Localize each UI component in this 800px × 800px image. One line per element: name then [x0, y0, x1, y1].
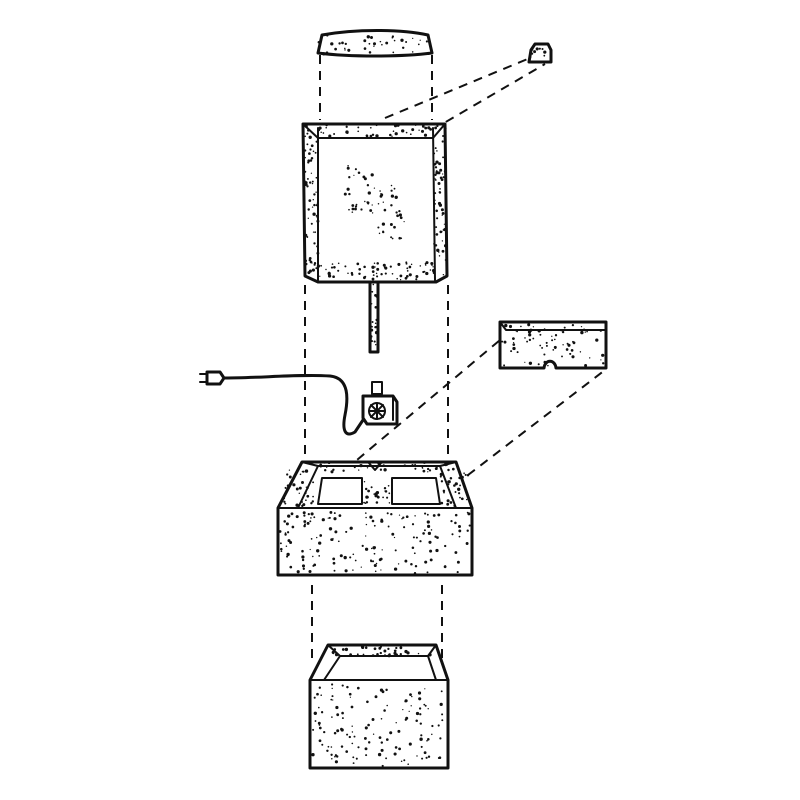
top-cap	[316, 29, 434, 58]
stipple-texture	[439, 472, 470, 507]
stipple-texture	[317, 123, 432, 138]
lower-pedestal	[308, 643, 450, 770]
stipple-texture	[278, 510, 471, 575]
stipple-texture	[369, 283, 379, 346]
stipple-texture	[432, 124, 448, 276]
stipple-texture	[283, 469, 315, 508]
small-cap-block	[527, 42, 553, 64]
middle-basin	[276, 460, 474, 577]
pump	[361, 381, 399, 426]
stipple-texture	[311, 683, 444, 767]
stipple-texture	[331, 645, 432, 658]
power-cord-plug	[199, 370, 365, 436]
stipple-texture	[302, 460, 455, 474]
stipple-texture	[343, 165, 376, 214]
stipple-texture	[529, 47, 547, 59]
stipple-texture	[501, 323, 605, 367]
assembly-guide-lines	[304, 55, 606, 665]
upper-basin	[301, 122, 449, 284]
stipple-texture	[316, 261, 436, 281]
riser-tube	[368, 280, 380, 354]
spillway-slab	[498, 320, 608, 370]
stipple-texture	[302, 124, 320, 275]
stipple-texture	[377, 184, 405, 240]
stipple-texture	[317, 34, 432, 56]
stipple-texture	[363, 481, 391, 505]
